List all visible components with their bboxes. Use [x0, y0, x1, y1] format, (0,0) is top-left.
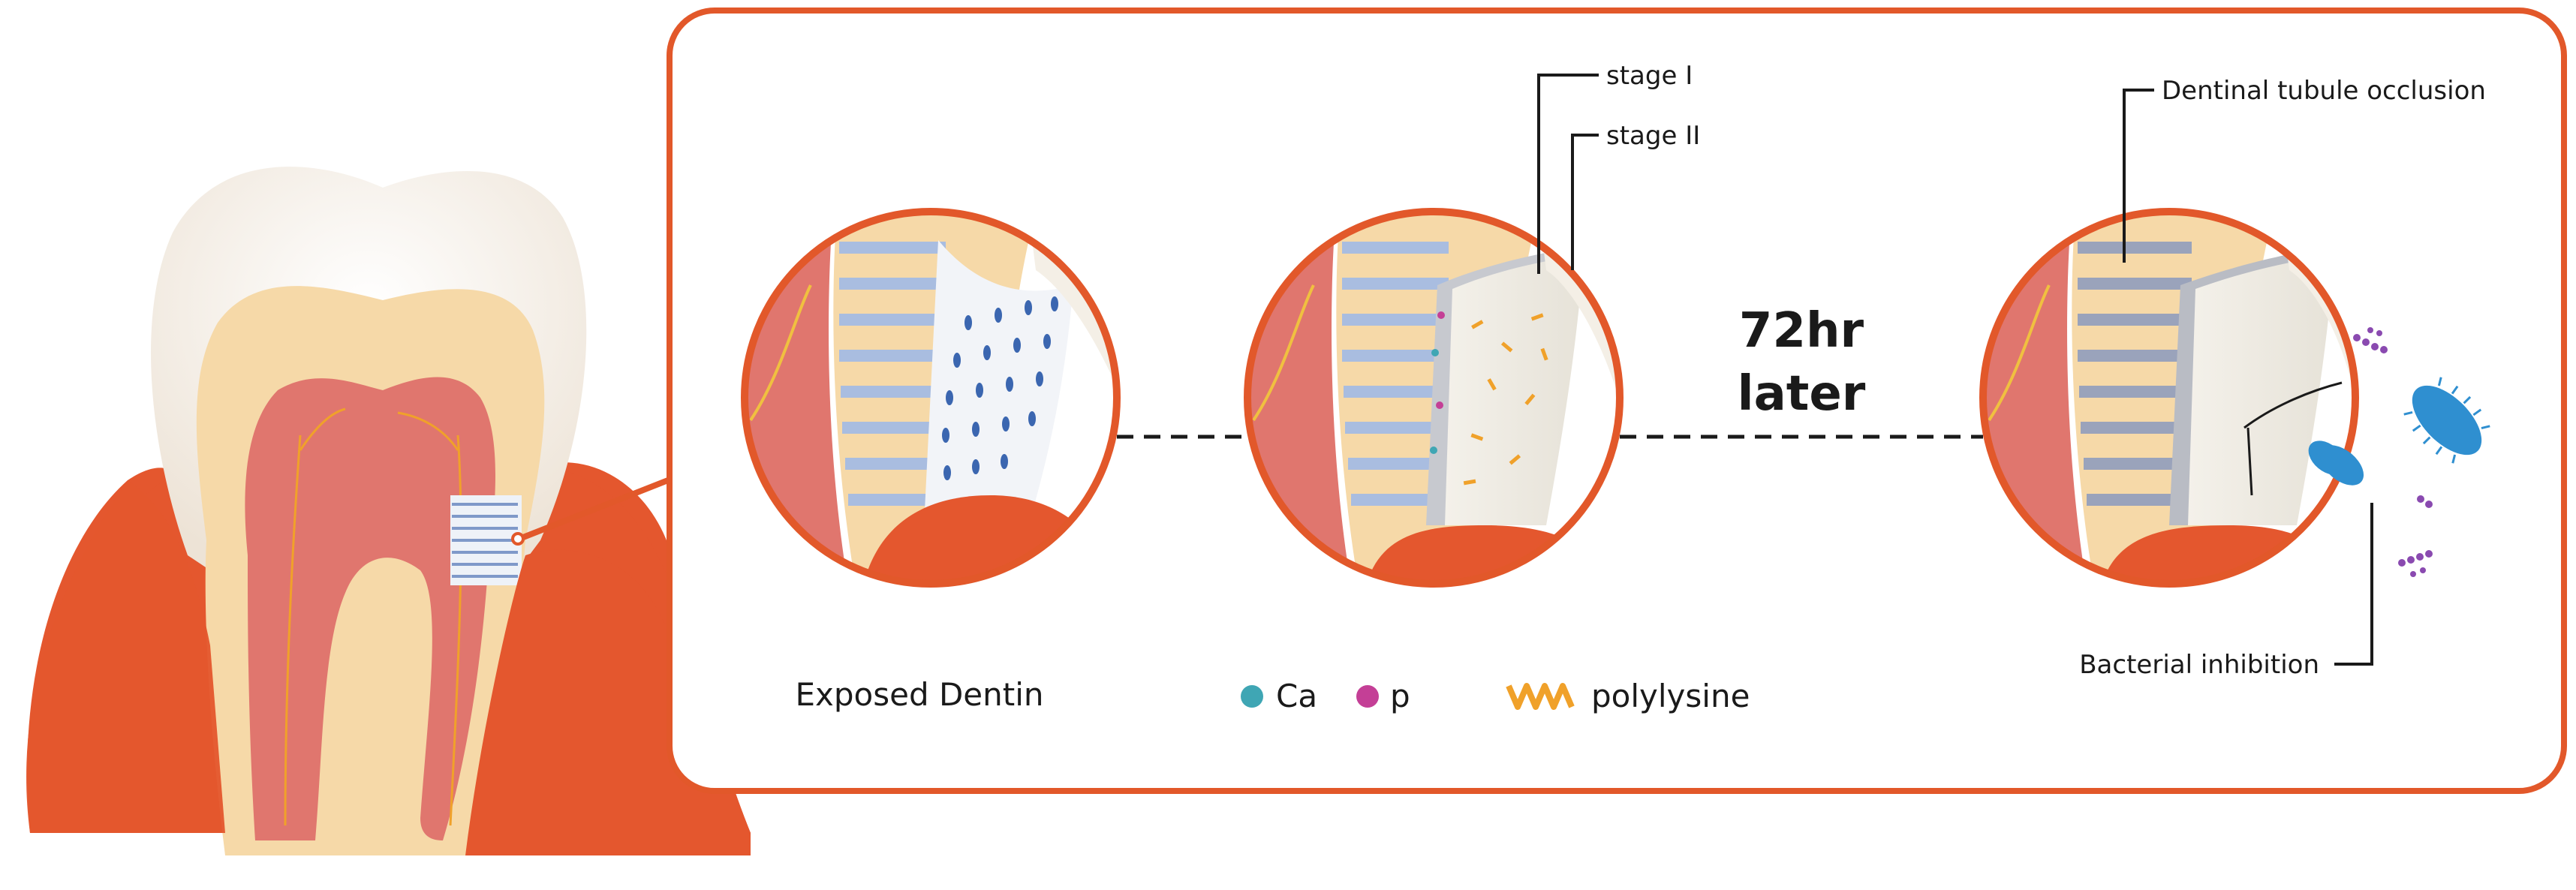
legend: Ca p polylysine — [1241, 678, 1750, 714]
pulp-chamber — [245, 377, 495, 840]
occlusion-callout-line — [2123, 89, 2154, 263]
legend-label-p: p — [1390, 678, 1410, 714]
gum-right-front — [465, 549, 751, 855]
bacteria-group — [2319, 327, 2490, 577]
bacterium-medium — [2319, 445, 2364, 486]
zoom-connector — [522, 477, 670, 540]
panel-occlusion — [1979, 208, 2359, 588]
stage-callouts — [1537, 74, 1599, 274]
bacterial-label: Bacterial inhibition — [2079, 650, 2319, 680]
exposed-dentin-label: Exposed Dentin — [795, 676, 1043, 713]
stage2-label: stage II — [1606, 121, 1700, 151]
stage1-label: stage I — [1606, 61, 1693, 91]
time-label-line1: 72hr — [1739, 303, 1864, 359]
polylysine-wave-icon — [1506, 683, 1575, 710]
legend-label-ca: Ca — [1276, 678, 1317, 714]
tooth-illustration — [26, 167, 751, 856]
ca-dot-icon — [1241, 685, 1263, 708]
exposed-tubules-zone — [450, 495, 522, 585]
nerve-lines — [284, 407, 462, 826]
bacterial-callout-line — [2334, 503, 2373, 666]
bacterium-large — [2403, 377, 2490, 464]
p-dot-icon — [1356, 685, 1379, 708]
gum-front — [26, 480, 226, 833]
panel-exposed-dentin — [741, 208, 1121, 588]
time-label-line2: later — [1738, 366, 1866, 422]
purple-debris — [2353, 327, 2433, 577]
zoom-origin-dot — [511, 532, 525, 546]
panel-treatment-stages — [1244, 208, 1624, 588]
legend-label-polylysine: polylysine — [1591, 678, 1750, 714]
occlusion-label: Dentinal tubule occlusion — [2162, 76, 2486, 106]
